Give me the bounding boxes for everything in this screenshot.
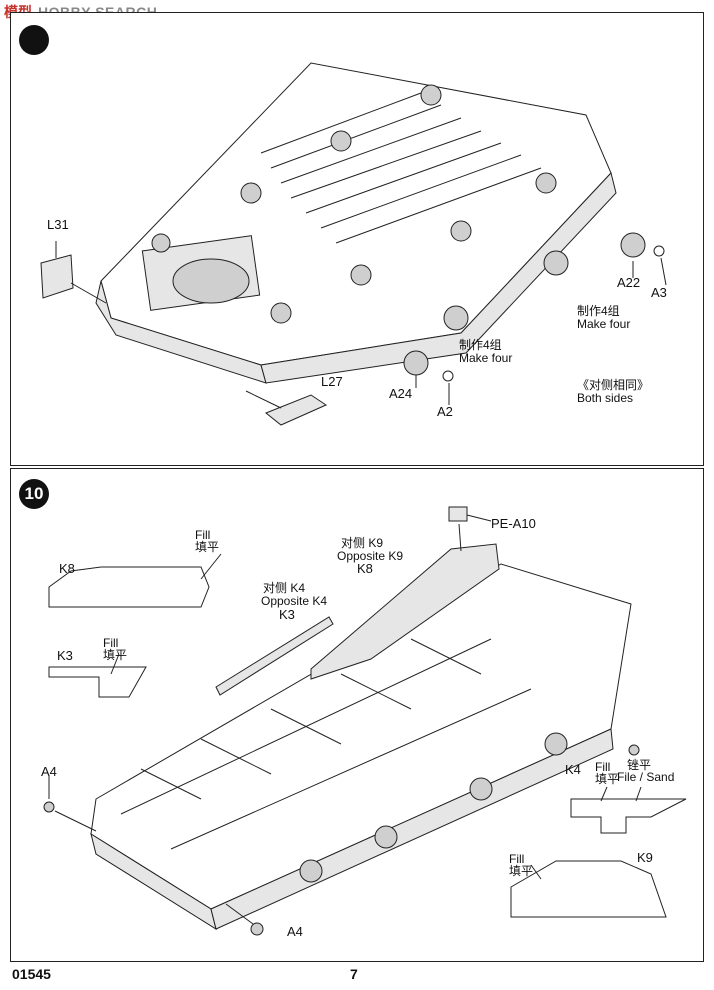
- detail-k4: [570, 798, 687, 834]
- fill-cn-k9: 填平: [509, 864, 534, 878]
- opposite-k4-cn: 对侧 K4: [263, 581, 306, 595]
- both-sides-cn: 《对侧相同》: [577, 378, 650, 392]
- fill-en-k8: Fill: [195, 528, 211, 542]
- part-k8: [310, 543, 500, 680]
- detail-k3: [48, 666, 147, 698]
- part-a4-left: [43, 801, 55, 813]
- interior-compartments: [120, 638, 532, 850]
- opposite-k9-cn: 对侧 K9: [341, 536, 384, 550]
- fill-en-k3: Fill: [103, 636, 119, 650]
- hull-deck: [100, 62, 612, 366]
- label-a22: A22: [617, 275, 641, 290]
- label-l31: L31: [47, 217, 69, 232]
- fill-en-k9: Fill: [509, 852, 525, 866]
- deck-slots: [260, 92, 542, 244]
- part-k3: [215, 616, 334, 696]
- label-a4-bottom: A4: [287, 924, 303, 939]
- step-10-illustration: [43, 506, 687, 936]
- label-l27: L27: [321, 374, 343, 389]
- hub-parts: [403, 232, 665, 382]
- step-9-illustration: [40, 62, 667, 426]
- file-en: File / Sand: [617, 770, 675, 784]
- label-pe-a10: PE-A10: [491, 516, 536, 531]
- product-code: 01545: [12, 966, 51, 982]
- both-sides-en: Both sides: [577, 391, 634, 405]
- fill-en-k4: Fill: [595, 760, 611, 774]
- grille-mesh: [172, 258, 250, 304]
- step-9-panel: L31 L27 A22 A3 A24 A2 制作4组 Make four 制作4…: [10, 12, 704, 466]
- lower-suspension-row: [270, 172, 557, 324]
- label-k9-detail: K9: [637, 850, 653, 865]
- page-number: 7: [350, 966, 358, 982]
- opposite-k9-en: Opposite K9: [337, 549, 404, 563]
- opposite-k4-en: Opposite K4: [261, 594, 328, 608]
- detail-k8: [48, 566, 210, 608]
- make-four-en-2: Make four: [459, 351, 513, 365]
- make-four-cn-1: 制作4组: [577, 304, 620, 318]
- underside-suspension: [299, 732, 568, 883]
- part-a4-bottom: [250, 922, 264, 936]
- label-a24: A24: [389, 386, 413, 401]
- top-suspension-row: [151, 84, 442, 253]
- part-l31: [40, 254, 74, 299]
- step-10-badge: 10: [19, 479, 49, 509]
- hull-front-side: [260, 171, 617, 384]
- step-10-panel: 10: [10, 468, 704, 962]
- label-a2: A2: [437, 404, 453, 419]
- file-cn: 锉平: [627, 758, 652, 772]
- label-a3: A3: [651, 285, 667, 300]
- fill-cn-k3: 填平: [103, 648, 128, 662]
- label-a4-left: A4: [41, 764, 57, 779]
- label-k4-detail: K4: [565, 762, 581, 777]
- detail-k9: [510, 860, 667, 918]
- make-four-en-1: Make four: [577, 317, 631, 331]
- label-k8-detail: K8: [59, 561, 75, 576]
- label-k3-detail: K3: [57, 648, 73, 663]
- step-9-badge: [19, 25, 49, 55]
- fill-cn-k4: 填平: [595, 772, 620, 786]
- part-l27: [265, 394, 328, 426]
- make-four-cn-2: 制作4组: [459, 338, 502, 352]
- part-pe-a10: [448, 506, 468, 522]
- label-k3-main: K3: [279, 607, 295, 622]
- file-sand-icon: [628, 744, 640, 756]
- label-k8-main: K8: [357, 561, 373, 576]
- fill-cn-k8: 填平: [195, 540, 220, 554]
